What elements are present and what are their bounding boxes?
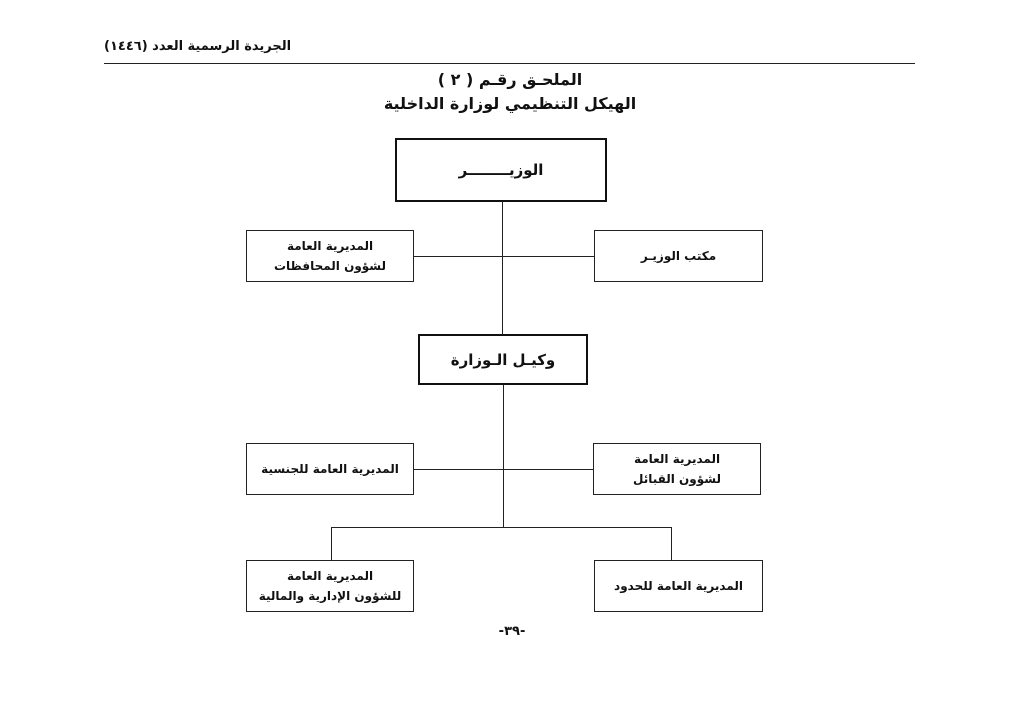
undersecretary-box: وكيـل الـوزارة [418, 334, 588, 385]
dg-nationality-box: المديرية العامة للجنسية [246, 443, 414, 495]
connector-bottom-bar [331, 527, 672, 528]
dg-admin-finance-box: المديرية العامة للشؤون الإدارية والمالية [246, 560, 414, 612]
minister-box: الوزيــــــــر [395, 138, 607, 202]
dg-governorates-line1: المديرية العامة [286, 239, 374, 253]
running-header: الجريدة الرسمية العدد (١٤٤٦) [104, 39, 292, 54]
dg-admin-finance-line1: المديرية العامة [286, 569, 374, 583]
header-divider [104, 63, 915, 64]
minister-office-label: مكتب الوزيـر [640, 249, 717, 263]
dg-governorates-line2: لشؤون المحافظات [273, 259, 387, 273]
connector-minister-undersecretary [502, 202, 503, 334]
minister-office-box: مكتب الوزيـر [594, 230, 763, 282]
dg-tribal-line2: لشؤون القبائل [633, 472, 721, 486]
chart-heading: الهيكل التنظيمي لوزارة الداخلية [383, 94, 637, 113]
dg-admin-finance-line2: للشؤون الإدارية والمالية [258, 589, 402, 603]
dg-tribal-line1: المديرية العامة [633, 452, 721, 466]
connector-undersecretary-down [503, 385, 504, 527]
dg-borders-box: المديرية العامة للحدود [594, 560, 763, 612]
undersecretary-label: وكيـل الـوزارة [450, 350, 556, 369]
dg-nationality-label: المديرية العامة للجنسية [261, 462, 399, 476]
connector-bottom-left-drop [331, 527, 332, 560]
connector-top-branch [414, 256, 594, 257]
dg-borders-label: المديرية العامة للحدود [614, 579, 743, 593]
annex-title: الملحـق رقـم ( ٢ ) [437, 70, 583, 89]
page-number: -٣٩- [498, 624, 526, 639]
dg-tribal-box: المديرية العامة لشؤون القبائل [593, 443, 761, 495]
connector-middle-branch [414, 469, 593, 470]
dg-governorates-box: المديرية العامة لشؤون المحافظات [246, 230, 414, 282]
connector-bottom-right-drop [671, 527, 672, 560]
minister-label: الوزيــــــــر [458, 161, 544, 179]
